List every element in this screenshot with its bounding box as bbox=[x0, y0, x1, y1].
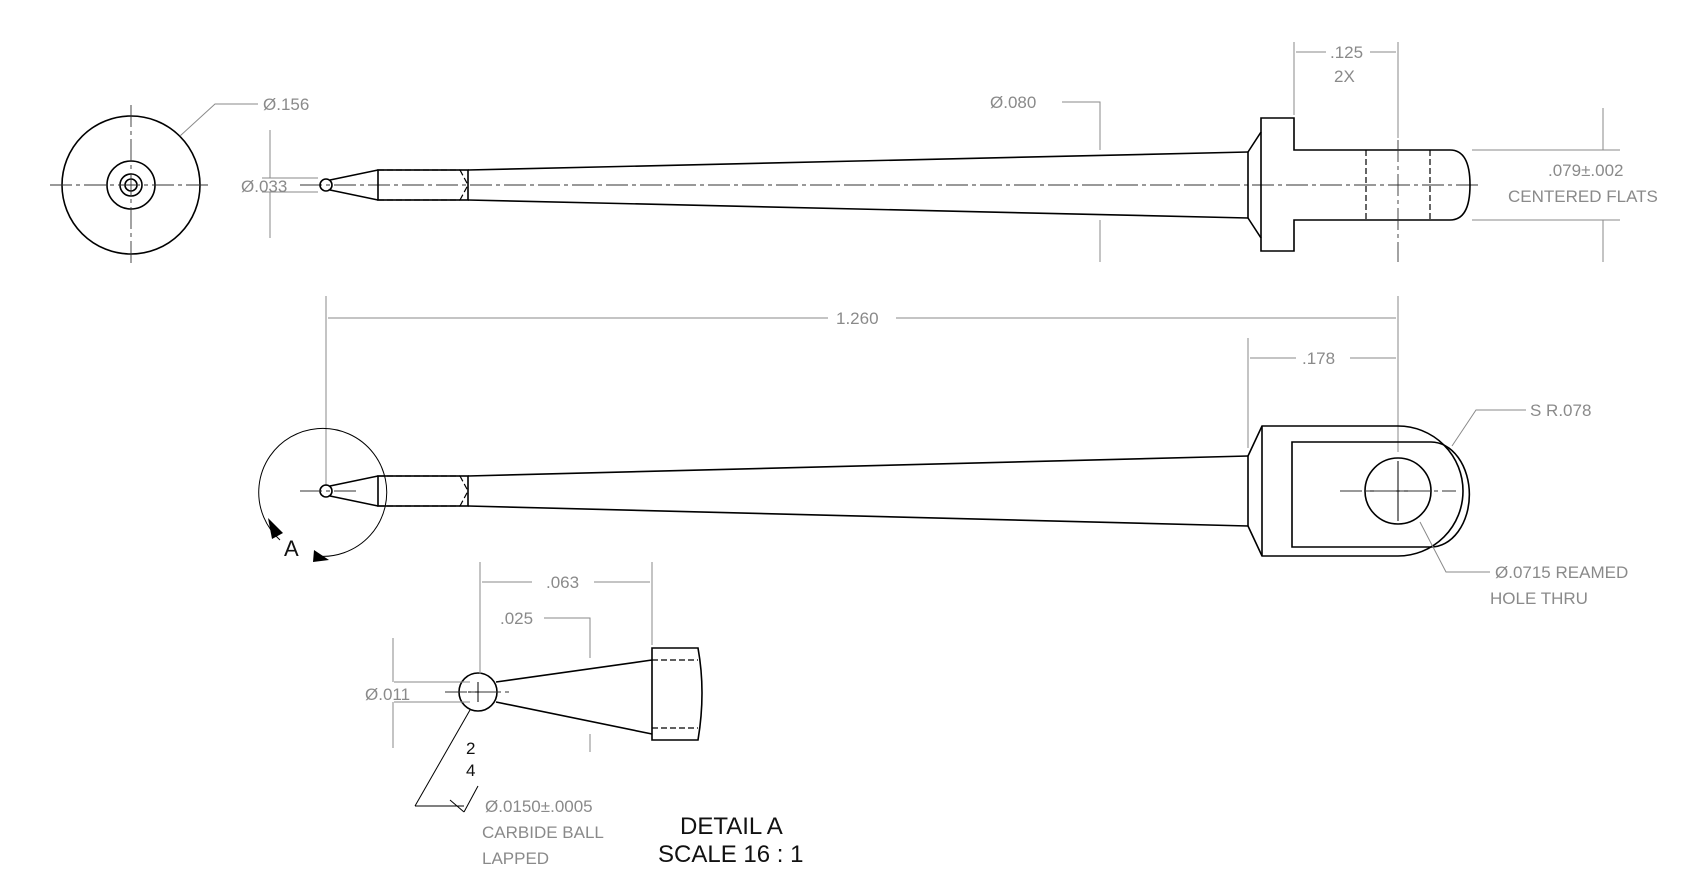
detail-a-view: .063 .025 Ø.011 2 4 Ø.0150±.0005 CARBIDE… bbox=[365, 562, 803, 868]
ball-finish-label: LAPPED bbox=[482, 849, 549, 868]
ball-spec-label: Ø.0150±.0005 bbox=[485, 797, 593, 816]
detail-callout-label: A bbox=[284, 536, 299, 561]
detail-063-label: .063 bbox=[546, 573, 579, 592]
top-view: Ø.033 Ø.080 .125 2X .079±.002 CENTERED F… bbox=[241, 42, 1658, 262]
spherical-radius-label: S R.078 bbox=[1530, 401, 1591, 420]
finish-top-label: 2 bbox=[466, 739, 475, 758]
diameter-156-label: Ø.156 bbox=[263, 95, 309, 114]
detail-scale: SCALE 16 : 1 bbox=[658, 841, 803, 868]
flat-thickness-label: .079±.002 bbox=[1548, 161, 1624, 180]
flat-count-label: 2X bbox=[1334, 67, 1355, 86]
head-length-label: .178 bbox=[1302, 349, 1335, 368]
detail-title: DETAIL A bbox=[680, 813, 783, 840]
diameter-080-label: Ø.080 bbox=[990, 93, 1036, 112]
flat-note-label: CENTERED FLATS bbox=[1508, 187, 1658, 206]
detail-025-label: .025 bbox=[500, 609, 533, 628]
ball-dia-label: Ø.011 bbox=[365, 685, 410, 704]
overall-length-label: 1.260 bbox=[836, 309, 879, 328]
front-view: 1.260 .178 A bbox=[258, 296, 1628, 608]
diameter-033-label: Ø.033 bbox=[241, 177, 287, 196]
hole-note-label: HOLE THRU bbox=[1490, 589, 1588, 608]
flat-spacing-label: .125 bbox=[1330, 43, 1363, 62]
finish-bottom-label: 4 bbox=[466, 761, 475, 780]
hole-diameter-label: Ø.0715 REAMED bbox=[1495, 563, 1628, 582]
ball-material-label: CARBIDE BALL bbox=[482, 823, 604, 842]
end-view: Ø.156 bbox=[50, 95, 309, 265]
